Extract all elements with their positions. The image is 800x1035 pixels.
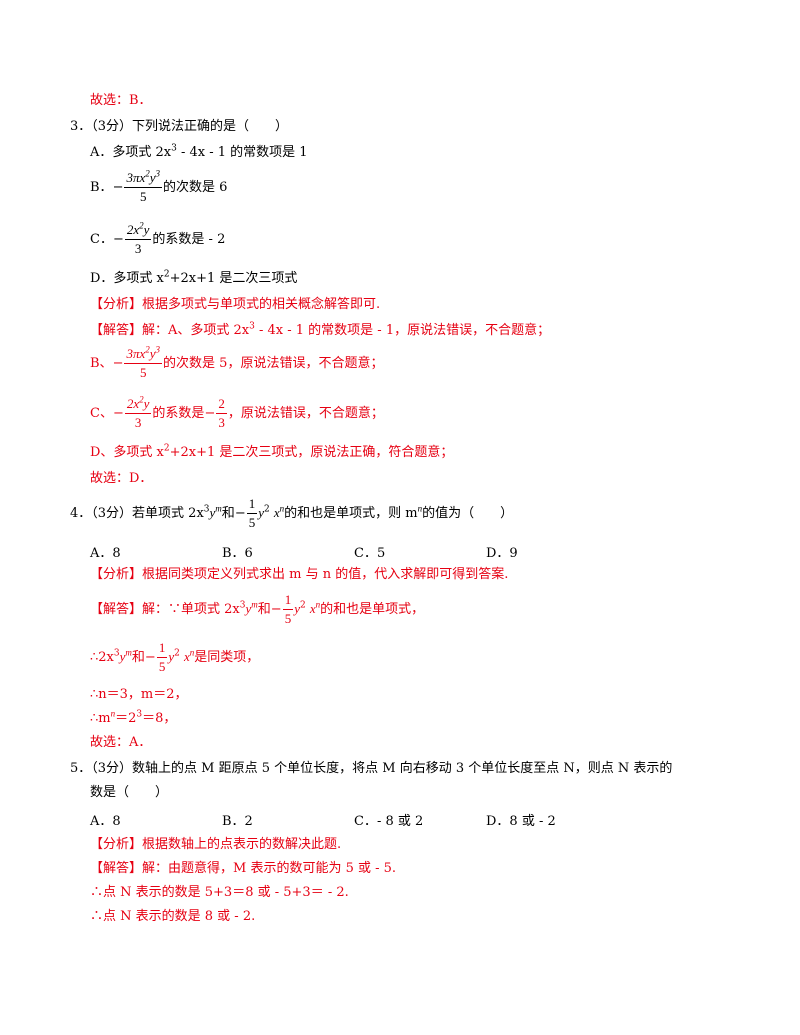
q4-option-b: B．6 [222,546,253,561]
q3-stem: 3．（3分）下列说法正确的是（ ） [70,119,289,134]
q4-option-a: A．8 [90,546,121,561]
q5-option-b: B．2 [222,814,253,829]
q5-answer-line3: ∴点 N 表示的数是 8 或 - 2. [90,909,256,924]
q5-analysis: 【分析】根据数轴上的点表示的数解决此题. [90,837,342,852]
q4-option-d: D．9 [486,546,518,561]
q5-option-c: C．- 8 或 2 [354,814,424,829]
q4-option-c: C．5 [354,546,386,561]
q5-option-a: A．8 [90,814,121,829]
q5-stem-line2: 数是（ ） [90,785,169,800]
q3-choice: 故选：D． [90,471,153,486]
q3-analysis: 【分析】根据多项式与单项式的相关概念解答即可. [90,297,381,312]
q4-analysis: 【分析】根据同类项定义列式求出 m 与 n 的值，代入求解即可得到答案. [90,567,509,582]
q2-choice: 故选：B． [90,93,152,108]
q5-option-d: D．8 或 - 2 [486,814,556,829]
q4-answer-line3: ∴n＝3，m＝2， [90,687,188,702]
q5-answer-line2: ∴点 N 表示的数是 5+3＝8 或 - 5+3＝ - 2. [90,885,349,900]
q3-answer-d: D、多项式 x2+2x+1 是二次三项式，原说法正确，符合题意； [90,443,454,460]
q3-option-d: D．多项式 x2+2x+1 是二次三项式 [90,269,298,286]
q4-choice: 故选：A． [90,735,152,750]
q4-answer-line4: ∴mn＝23＝8， [90,708,177,726]
q3-option-a: A．多项式 2x3 - 4x - 1 的常数项是 1 [90,143,308,160]
q5-stem-line1: 5．（3分）数轴上的点 M 距原点 5 个单位长度，将点 M 向右移动 3 个单… [70,761,673,776]
q5-answer-line1: 【解答】解：由题意得，M 表示的数可能为 5 或 - 5. [90,861,397,876]
q3-answer-a: 【解答】解：A、多项式 2x3 - 4x - 1 的常数项是 - 1，原说法错误… [90,321,551,338]
